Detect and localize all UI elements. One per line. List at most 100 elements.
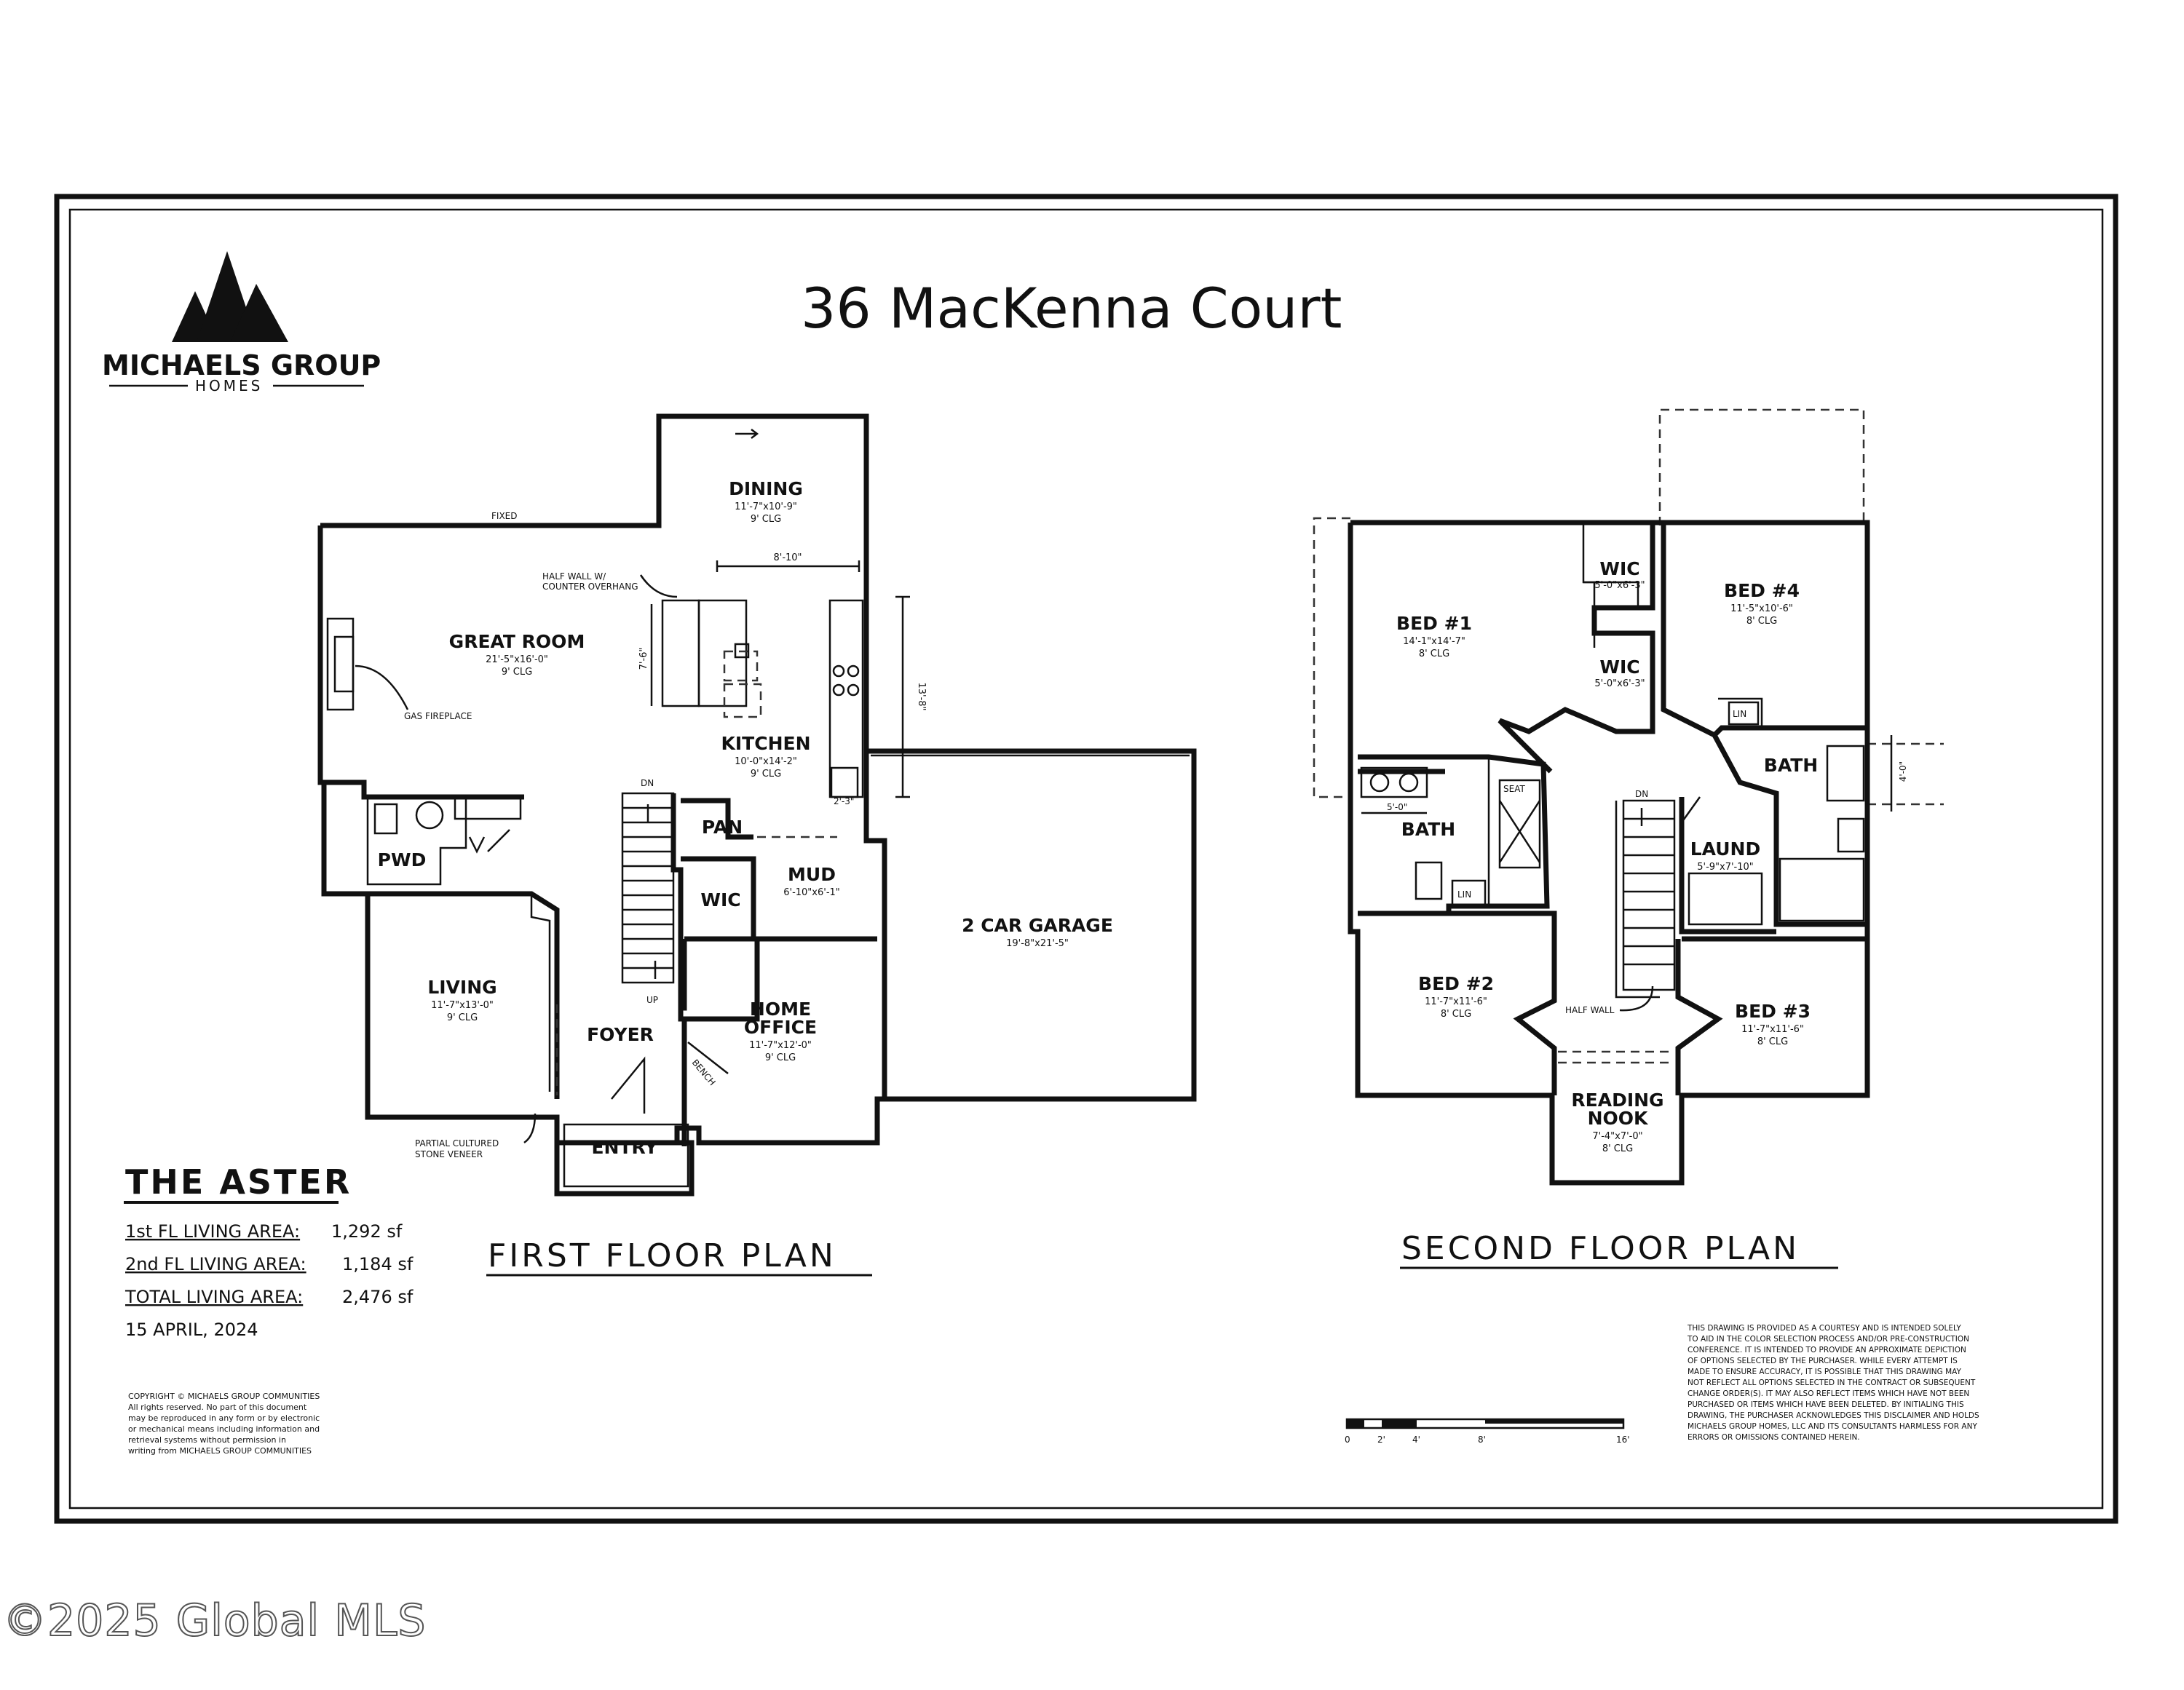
stone-leader [523, 1113, 537, 1144]
second-floor-plan: BED #1 14'-1"x14'-7" 8' CLG WIC 5'-0"x6'… [1313, 408, 1944, 1186]
wic-wall [678, 939, 760, 1022]
mountain-logo-icon [172, 251, 288, 342]
vanity-sink-1 [1369, 772, 1390, 793]
disclaimer-line: OF OPTIONS SELECTED BY THE PURCHASER. WH… [1688, 1357, 1958, 1365]
washer-dryer [1688, 872, 1763, 926]
room-laund: LAUND [1690, 838, 1760, 860]
scale-label: 8' [1478, 1435, 1486, 1445]
shower-seat [1498, 779, 1541, 869]
room-bed4: BED #4 [1724, 580, 1800, 601]
page-title: 36 MacKenna Court [801, 276, 1342, 341]
room-office-dims: 11'-7"x12'-0" [749, 1040, 812, 1051]
second-floor-heading: SECOND FLOOR PLAN [1401, 1230, 1800, 1267]
logo-sub: HOMES [195, 377, 263, 394]
room-kitchen-dims: 10'-0"x14'-2" [735, 756, 797, 767]
room-kitchen-clg: 9' CLG [751, 769, 781, 779]
room-bed4-dims: 11'-5"x10'-6" [1730, 603, 1793, 614]
room-reading: READING [1571, 1090, 1663, 1111]
dim-island: 7'-6" [638, 648, 649, 670]
room-bath-left: BATH [1401, 819, 1455, 840]
dim-small: 2'-3" [834, 796, 854, 806]
pwd-sink-icon [415, 801, 444, 830]
kitchen-island [697, 599, 748, 707]
copyright-line: writing from MICHAELS GROUP COMMUNITIES [128, 1446, 312, 1456]
scale-bar: 0 2' 4' 8' 16' [1345, 1418, 1630, 1445]
room-great-room: GREAT ROOM [449, 631, 585, 652]
stair-rail [1615, 801, 1660, 999]
room-office: OFFICE [744, 1017, 817, 1038]
pwd-door [487, 829, 510, 852]
area-1st-label: 1st FL LIVING AREA: [125, 1221, 300, 1242]
note-gas-fireplace: GAS FIREPLACE [404, 711, 472, 721]
room-garage-dims: 19'-8"x21'-5" [1006, 938, 1069, 949]
laund-wall [1679, 797, 1776, 935]
room-bed1-dims: 14'-1"x14'-7" [1403, 636, 1465, 647]
stair-treads [622, 806, 673, 969]
copyright-line: may be reproduced in any form or by elec… [128, 1413, 320, 1423]
pwd-walls [366, 797, 467, 886]
outer-border [54, 194, 2118, 1524]
half-wall-counter [661, 599, 700, 707]
dim-side: 4'-0" [1898, 761, 1908, 782]
office-door [687, 1042, 729, 1074]
dim-kitchen-width: 8'-10" [773, 552, 802, 563]
first-floor-stairs [621, 792, 675, 984]
note-lin-right: LIN [1733, 709, 1746, 719]
bath-lin-box [1728, 701, 1760, 726]
note-half-wall-2: HALF WALL [1565, 1005, 1615, 1015]
room-dining-dims: 11'-7"x10'-9" [735, 501, 797, 512]
toilet-icon [373, 803, 398, 835]
foyer-door [611, 1056, 646, 1114]
fridge [830, 766, 859, 798]
room-mud: MUD [788, 864, 836, 885]
scale-label: 16' [1616, 1435, 1630, 1445]
room-bed3: BED #3 [1735, 1001, 1811, 1022]
fireplace-insert [333, 635, 355, 693]
room-dining-clg: 9' CLG [751, 514, 781, 525]
office-wall [678, 939, 687, 1146]
room-bed3-dims: 11'-7"x11'-6" [1741, 1024, 1804, 1035]
room-home: HOME [750, 999, 811, 1020]
island-seat-2 [723, 650, 759, 682]
area-total-label: TOTAL LIVING AREA: [124, 1287, 303, 1307]
bed4-wall [1661, 523, 1867, 739]
copyright-line: COPYRIGHT © MICHAELS GROUP COMMUNITIES [128, 1392, 320, 1401]
scale-label: 4' [1412, 1435, 1420, 1445]
vanity-sink-2 [1398, 772, 1419, 793]
bathtub [1779, 857, 1865, 922]
disclaimer-line: THIS DRAWING IS PROVIDED AS A COURTESY A… [1687, 1324, 1961, 1333]
plan-date: 15 APRIL, 2024 [125, 1320, 258, 1340]
half-wall-leader [639, 574, 678, 598]
room-wic-1: WIC [1599, 558, 1639, 579]
island-seat-1 [723, 683, 762, 718]
first-floor-heading: FIRST FLOOR PLAN [488, 1237, 836, 1274]
note-half-wall-2: COUNTER OVERHANG [542, 582, 638, 592]
room-bed2-dims: 11'-7"x11'-6" [1425, 996, 1487, 1007]
room-living: LIVING [427, 977, 496, 998]
room-wic-1-dims: 5'-0"x6'-3" [1594, 580, 1645, 591]
inner-border [68, 208, 2104, 1510]
room-nook: NOOK [1588, 1108, 1649, 1129]
room-office-clg: 9' CLG [765, 1052, 796, 1063]
room-wic-2: WIC [1599, 656, 1639, 678]
bath-left-toilet [1415, 861, 1443, 900]
double-vanity [1360, 766, 1428, 798]
copyright-line: or mechanical means including informatio… [128, 1424, 320, 1434]
second-floor-dashed-below-top [1658, 408, 1865, 525]
shower-x-2 [1498, 800, 1541, 863]
first-floor-outer-wall [317, 413, 887, 1197]
room-bed4-clg: 8' CLG [1746, 616, 1777, 627]
room-laund-dims: 5'-9"x7'-10" [1697, 862, 1754, 873]
area-1st-value: 1,292 sf [331, 1221, 403, 1242]
scale-label: 0 [1345, 1435, 1350, 1445]
disclaimer-line: PURCHASED OR ITEMS WHICH HAVE BEEN DELET… [1688, 1400, 1964, 1409]
room-great-room-dims: 21'-5"x16'-0" [486, 654, 548, 665]
bed2-wall [1358, 911, 1557, 1095]
area-2nd-value: 1,184 sf [342, 1254, 414, 1274]
cooktop-icon [832, 665, 860, 697]
disclaimer-line: NOT REFLECT ALL OPTIONS SELECTED IN THE … [1688, 1378, 1976, 1387]
direction-arrow-head [751, 429, 759, 439]
garage-wall [866, 748, 1197, 1102]
note-dn: DN [641, 778, 654, 788]
room-pwd: PWD [378, 849, 427, 870]
